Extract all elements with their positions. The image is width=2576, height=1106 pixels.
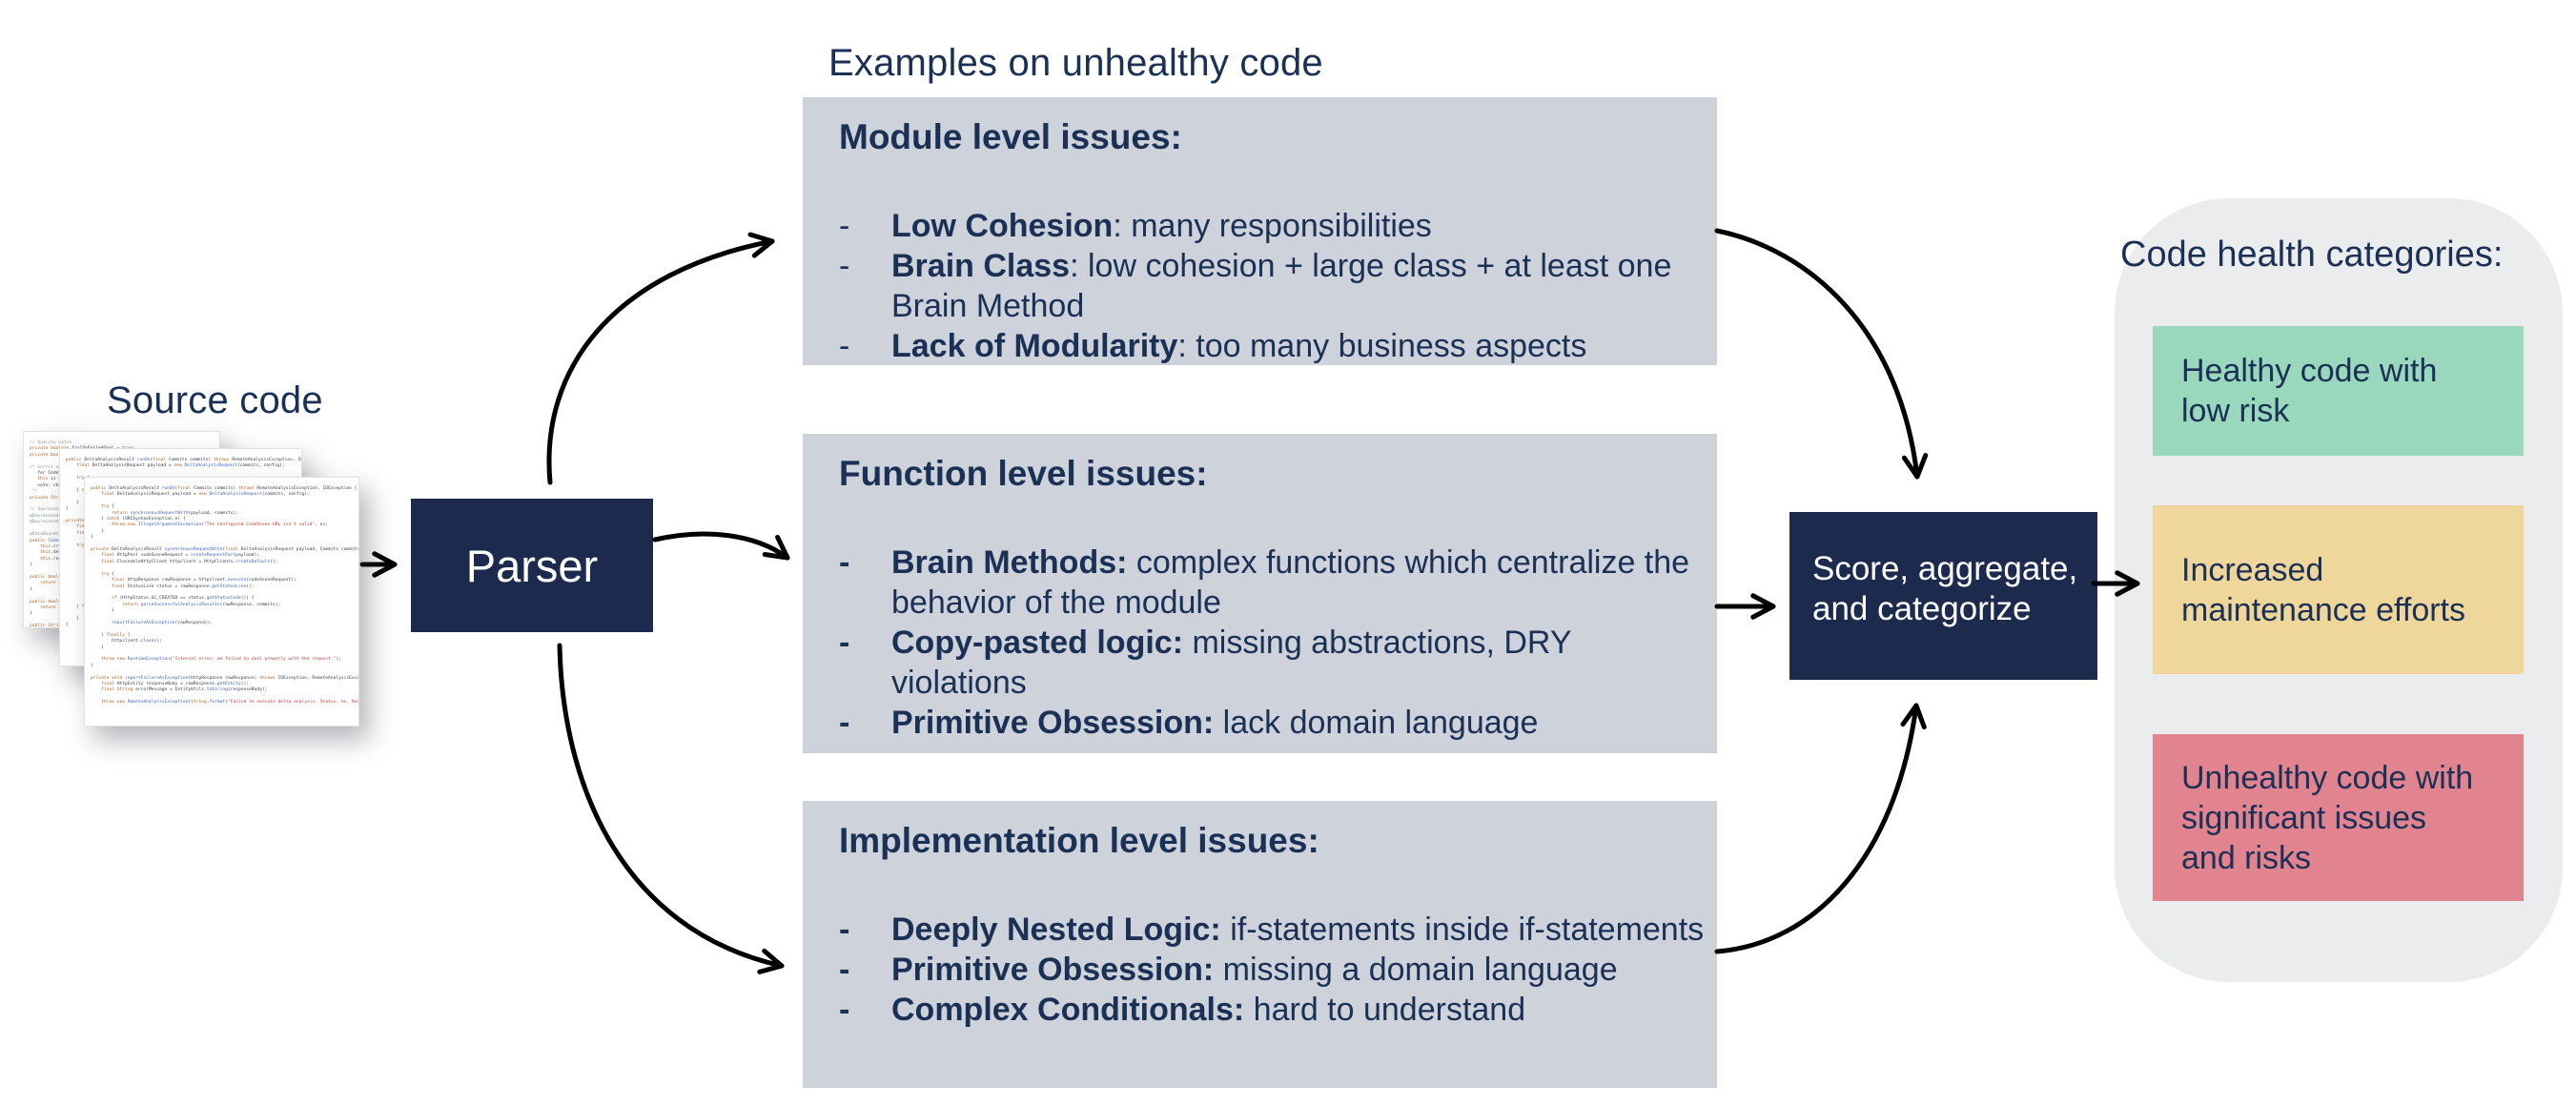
bullet-item: - Deeply Nested Logic: if-statements ins… <box>839 910 1706 950</box>
category-label-line: Increased <box>2181 551 2324 588</box>
bullet-item: - Complex Conditionals: hard to understa… <box>839 990 1706 1030</box>
category-label-line: significant issues <box>2181 799 2427 836</box>
bullet-dash: - <box>839 625 850 661</box>
code-text: public DeltaAnalysisResult runOn(final C… <box>91 486 359 706</box>
parser-box: Parser <box>411 499 653 632</box>
issue-box-heading: Function level issues: <box>839 454 1208 493</box>
bullet-text: Primitive Obsession: missing a domain la… <box>891 950 1706 990</box>
bullet-term: Deeply Nested Logic: <box>891 911 1221 948</box>
score-box-label-line: Score, aggregate, <box>1812 550 2078 587</box>
score-aggregate-box: Score, aggregate,and categorize <box>1789 512 2097 680</box>
bullet-rest: : low cohesion + large class + at least … <box>891 248 1672 324</box>
bullet-rest: complex functions which centralize the b… <box>891 544 1690 621</box>
bullet-term: Lack of Modularity <box>891 328 1178 364</box>
arrow-parser-to-function-box <box>652 531 790 561</box>
categories-title: Code health categories: <box>2120 235 2504 275</box>
bullet-text: Deeply Nested Logic: if-statements insid… <box>891 910 1706 950</box>
bullet-term: Primitive Obsession: <box>891 952 1215 988</box>
bullet-rest: : many responsibilities <box>1113 208 1432 244</box>
examples-title: Examples on unhealthy code <box>828 42 1323 84</box>
bullet-rest: missing abstractions, DRY violations <box>891 625 1571 701</box>
bullet-list: - Low Cohesion: many responsibilities - … <box>839 206 1706 366</box>
bullet-list: - Deeply Nested Logic: if-statements ins… <box>839 910 1706 1030</box>
bullet-text: Primitive Obsession: lack domain languag… <box>891 703 1706 743</box>
bullet-dash: - <box>839 208 850 244</box>
bullet-item: - Copy-pasted logic: missing abstraction… <box>839 623 1706 703</box>
arrow-implementation-to-score <box>1714 703 1927 954</box>
parser-label: Parser <box>465 540 599 591</box>
bullet-dash: - <box>839 952 850 988</box>
bullet-rest: if-statements inside if-statements <box>1220 911 1705 948</box>
category-label-line: Unhealthy code with <box>2181 759 2474 796</box>
category-label-line: maintenance efforts <box>2181 591 2465 628</box>
bullet-dash: - <box>839 992 850 1028</box>
bullet-text: Copy-pasted logic: missing abstractions,… <box>891 623 1706 703</box>
bullet-text: Brain Methods: complex functions which c… <box>891 543 1706 623</box>
bullet-item: - Lack of Modularity: too many business … <box>839 326 1706 366</box>
issue-box-function: Function level issues: - Brain Methods: … <box>803 434 1717 753</box>
bullet-term: Brain Methods: <box>891 544 1128 581</box>
bullet-rest: : too many business aspects <box>1177 328 1587 364</box>
bullet-dash: - <box>839 705 850 741</box>
bullet-item: - Primitive Obsession: lack domain langu… <box>839 703 1706 743</box>
category-label-line: and risks <box>2181 839 2312 876</box>
bullet-term: Primitive Obsession: <box>891 705 1215 741</box>
bullet-dash: - <box>839 911 850 948</box>
arrow-parser-to-implementation-box <box>557 643 785 974</box>
bullet-term: Complex Conditionals: <box>891 992 1245 1028</box>
category-label-line: Healthy code with <box>2181 353 2438 389</box>
bullet-item: - Low Cohesion: many responsibilities <box>839 206 1706 246</box>
bullet-text: Complex Conditionals: hard to understand <box>891 990 1706 1030</box>
issue-box-implementation: Implementation level issues: - Deeply Ne… <box>803 801 1717 1088</box>
category-label-line: low risk <box>2181 393 2290 429</box>
bullet-item: - Brain Methods: complex functions which… <box>839 543 1706 623</box>
bullet-rest: lack domain language <box>1214 705 1539 741</box>
category-box-healthy: Healthy code with low risk <box>2153 326 2524 456</box>
bullet-text: Low Cohesion: many responsibilities <box>891 206 1706 246</box>
issue-box-heading: Module level issues: <box>839 117 1182 156</box>
issue-box-heading: Implementation level issues: <box>839 821 1319 860</box>
bullet-rest: hard to understand <box>1244 992 1526 1028</box>
bullet-dash: - <box>839 328 850 364</box>
bullet-list: - Brain Methods: complex functions which… <box>839 543 1706 743</box>
arrow-module-to-score <box>1714 228 1929 480</box>
bullet-term: Copy-pasted logic: <box>891 625 1184 661</box>
bullet-term: Low Cohesion <box>891 208 1114 244</box>
bullet-dash: - <box>839 248 850 284</box>
bullet-term: Brain Class <box>891 248 1071 284</box>
score-box-label-line: and categorize <box>1812 590 2032 627</box>
bullet-text: Lack of Modularity: too many business as… <box>891 326 1706 366</box>
source-code-title: Source code <box>107 379 323 421</box>
bullet-dash: - <box>839 544 850 581</box>
bullet-item: - Primitive Obsession: missing a domain … <box>839 950 1706 990</box>
issue-box-module: Module level issues: - Low Cohesion: man… <box>803 97 1717 365</box>
arrow-parser-to-module-box <box>546 232 775 485</box>
bullet-rest: missing a domain language <box>1214 952 1618 988</box>
code-page-front: public DeltaAnalysisResult runOn(final C… <box>84 477 359 727</box>
bullet-text: Brain Class: low cohesion + large class … <box>891 246 1706 326</box>
bullet-item: - Brain Class: low cohesion + large clas… <box>839 246 1706 326</box>
